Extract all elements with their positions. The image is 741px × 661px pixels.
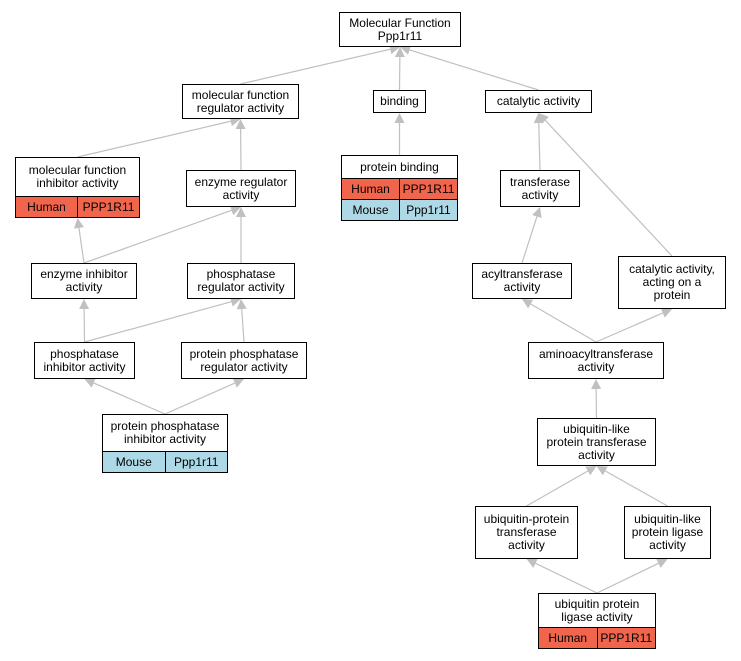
annotation-row-mouse: Mouse Ppp1r11 — [342, 199, 457, 220]
edge-eia-to-mfia — [78, 227, 85, 264]
edge-upla-to-ulig — [596, 562, 659, 594]
edge-arrowhead — [526, 558, 538, 568]
node-ubiquitin-protein-ligase-activity[interactable]: ubiquitin protein ligase activity Human … — [538, 593, 656, 649]
edge-ulig-to-ubtr — [604, 470, 668, 507]
edge-arrowhead — [236, 207, 246, 217]
annotation-gene: PPP1R11 — [399, 179, 457, 199]
edge-upla-to-uptr — [535, 562, 598, 594]
edge-arrowhead — [660, 308, 672, 318]
node-label: binding — [380, 94, 419, 108]
node-ubiquitin-like-protein-ligase-activity[interactable]: ubiquitin-like protein ligase activity — [624, 506, 711, 559]
edge-cat-to-root — [409, 49, 539, 91]
edge-ppia-to-phia — [93, 382, 166, 415]
edge-amino-to-acyl — [530, 303, 597, 343]
annotation-species: Mouse — [115, 454, 152, 469]
node-label: catalytic activity, acting on a protein — [629, 262, 715, 302]
node-label: phosphatase regulator activity — [197, 267, 285, 294]
edge-arrowhead — [596, 466, 608, 476]
edge-catp-to-cat — [544, 119, 673, 257]
node-label: enzyme inhibitor activity — [40, 267, 128, 294]
edge-arrowhead — [232, 378, 244, 388]
node-label: ubiquitin-like protein transferase activ… — [546, 421, 647, 462]
edge-arrowhead — [229, 205, 241, 216]
node-label: protein binding — [360, 159, 439, 174]
node-label: aminoacyltransferase activity — [538, 346, 654, 374]
annotation-row-human: Human PPP1R11 — [342, 178, 457, 199]
annotation-row-human: Human PPP1R11 — [16, 196, 139, 217]
node-molecular-function-root[interactable]: Molecular Function Ppp1r11 — [339, 12, 461, 47]
node-label: catalytic activity — [496, 94, 581, 108]
edge-ppia-to-ppra — [164, 382, 236, 415]
edge-arrowhead — [394, 47, 405, 58]
annotation-species: Human — [548, 630, 588, 645]
edge-arrowhead — [538, 113, 549, 124]
node-label: ubiquitin-like protein ligase activity — [631, 512, 704, 552]
edge-arrowhead — [236, 299, 247, 310]
node-binding[interactable]: binding — [373, 90, 426, 113]
annotation-row-human: Human PPP1R11 — [539, 627, 655, 648]
node-molecular-function-regulator-activity[interactable]: molecular function regulator activity — [182, 84, 299, 119]
node-label: ubiquitin-protein transferase activity — [483, 512, 570, 552]
edge-arrowhead — [591, 379, 602, 390]
node-label: protein phosphatase regulator activity — [189, 346, 299, 374]
edge-arrowhead — [79, 299, 90, 310]
node-ubiquitin-protein-transferase-activity[interactable]: ubiquitin-protein transferase activity — [475, 506, 578, 559]
annotation-gene: Ppp1r11 — [164, 452, 228, 472]
node-label: Molecular Function Ppp1r11 — [349, 15, 451, 43]
node-catalytic-activity-acting-on-a-protein[interactable]: catalytic activity, acting on a protein — [618, 256, 726, 309]
annotation-species: Mouse — [352, 202, 389, 217]
node-molecular-function-inhibitor-activity[interactable]: molecular function inhibitor activity Hu… — [15, 157, 140, 218]
node-label: acyltransferase activity — [481, 267, 563, 294]
edge-arrowhead — [585, 466, 597, 476]
edge-ppra-to-phra — [241, 308, 245, 343]
node-label: phosphatase inhibitor activity — [43, 346, 126, 374]
edge-arrowhead — [235, 119, 246, 130]
node-protein-phosphatase-inhibitor-activity[interactable]: protein phosphatase inhibitor activity M… — [102, 414, 228, 473]
annotation-gene: PPP1R11 — [77, 197, 139, 217]
edge-uptr-to-ubtr — [526, 470, 589, 507]
node-aminoacyltransferase-activity[interactable]: aminoacyltransferase activity — [528, 342, 664, 379]
node-label: enzyme regulator activity — [194, 174, 288, 202]
node-label: molecular function regulator activity — [191, 87, 290, 115]
node-phosphatase-regulator-activity[interactable]: phosphatase regulator activity — [187, 263, 295, 299]
edge-amino-to-catp — [595, 312, 664, 343]
annotation-species: Human — [27, 199, 66, 214]
node-label: ubiquitin protein ligase activity — [554, 596, 640, 624]
edge-mfia-to-mfra — [77, 120, 231, 158]
annotation-species: Human — [351, 181, 390, 196]
edge-arrowhead — [400, 45, 412, 55]
annotation-row-mouse: Mouse Ppp1r11 — [103, 451, 227, 472]
node-label: molecular function inhibitor activity — [28, 163, 127, 190]
edge-arrowhead — [73, 218, 84, 229]
node-protein-binding[interactable]: protein binding Human PPP1R11 Mouse Ppp1… — [341, 155, 458, 221]
annotation-gene: Ppp1r11 — [399, 200, 457, 220]
node-label: protein phosphatase inhibitor activity — [110, 419, 220, 446]
edge-phia-to-phra — [84, 301, 232, 343]
edge-eia-to-era — [83, 209, 232, 264]
annotation-gene: PPP1R11 — [596, 628, 656, 648]
edge-arrowhead — [394, 113, 405, 123]
node-enzyme-regulator-activity[interactable]: enzyme regulator activity — [186, 170, 296, 207]
edge-arrowhead — [656, 558, 668, 568]
node-ubiquitin-like-protein-transferase-activity[interactable]: ubiquitin-like protein transferase activ… — [537, 418, 656, 466]
node-enzyme-inhibitor-activity[interactable]: enzyme inhibitor activity — [31, 263, 137, 299]
node-transferase-activity[interactable]: transferase activity — [500, 170, 580, 207]
edge-arrowhead — [84, 378, 96, 388]
edge-arrowhead — [532, 207, 542, 219]
node-label: transferase activity — [509, 174, 571, 202]
node-protein-phosphatase-regulator-activity[interactable]: protein phosphatase regulator activity — [181, 342, 307, 379]
node-catalytic-activity[interactable]: catalytic activity — [485, 90, 592, 113]
node-acyltransferase-activity[interactable]: acyltransferase activity — [472, 263, 572, 299]
edge-mfra-to-root — [240, 48, 391, 85]
edge-acyl-to-trans — [521, 216, 538, 264]
edge-arrowhead — [230, 296, 241, 307]
edge-trans-to-cat — [538, 122, 541, 171]
edge-arrowhead — [522, 299, 534, 309]
node-phosphatase-inhibitor-activity[interactable]: phosphatase inhibitor activity — [34, 342, 135, 379]
